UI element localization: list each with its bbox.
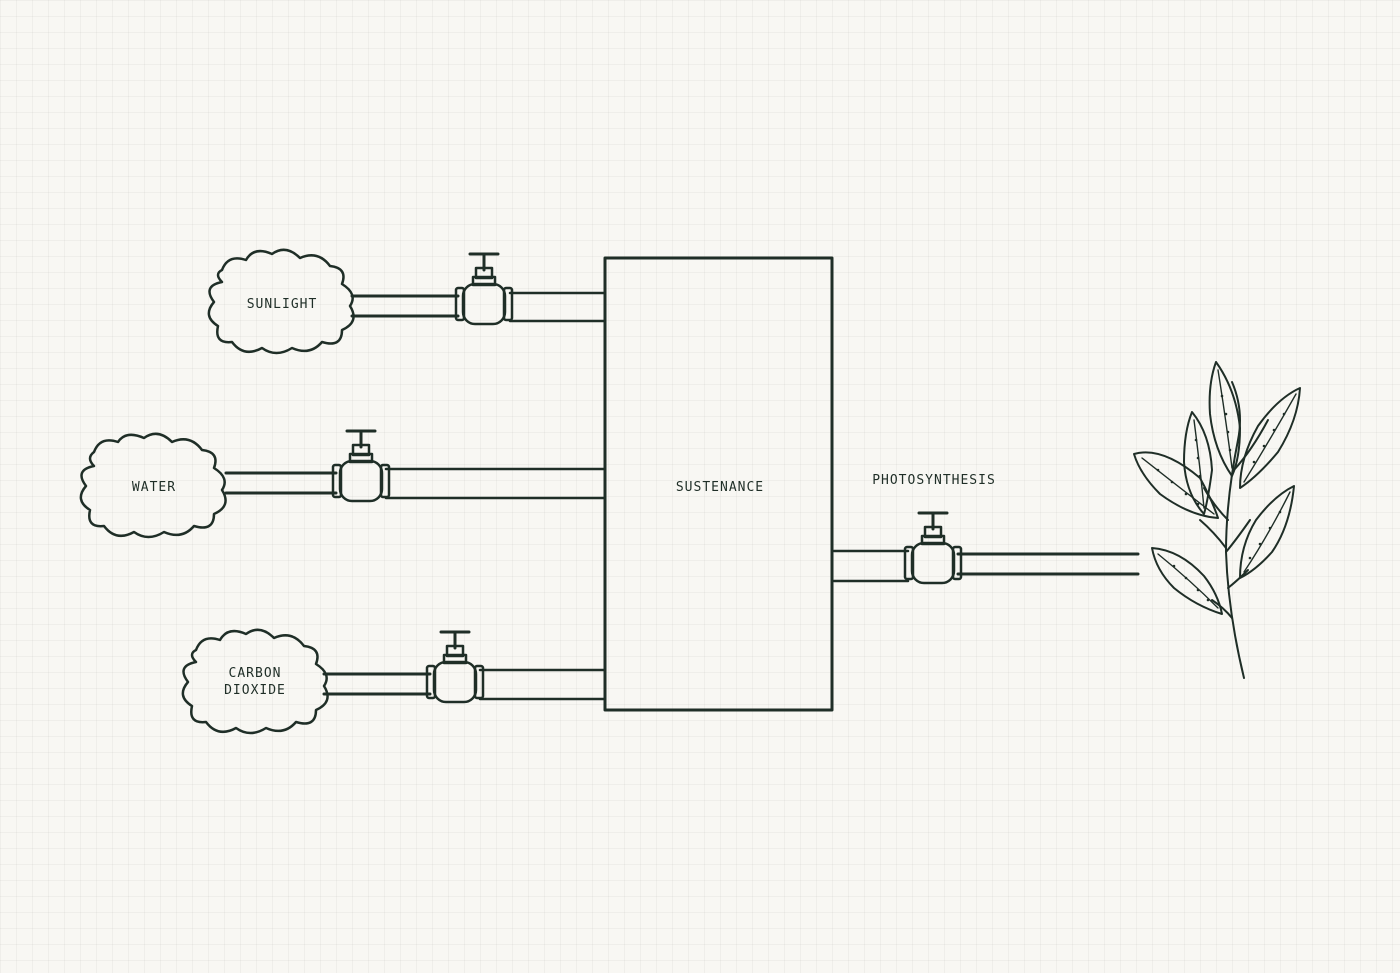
center-label: SUSTENANCE: [676, 480, 764, 495]
pipe-water: [224, 467, 607, 500]
input-label-carbon: CARBON: [229, 666, 282, 681]
pipe-output: [832, 549, 1140, 583]
input-label-sunlight: SUNLIGHT: [247, 297, 318, 312]
pipe-sunlight: [350, 291, 607, 323]
sustenance-box: [603, 256, 834, 712]
cloud-icon: [79, 432, 227, 539]
input-label-water: WATER: [132, 480, 176, 495]
pipe-carbon-dioxide: [322, 668, 607, 701]
output-label: PHOTOSYNTHESIS: [872, 473, 996, 488]
input-label-dioxide: DIOXIDE: [224, 683, 286, 698]
valve-icon: [454, 252, 514, 326]
leaf-branch-icon: [1133, 361, 1301, 679]
cloud-icon: [207, 248, 355, 355]
leaf-dots: [1156, 394, 1286, 602]
valve-icon: [903, 511, 963, 585]
valve-icon: [425, 630, 485, 704]
cloud-icon: [181, 628, 329, 735]
valve-icon: [331, 429, 391, 503]
